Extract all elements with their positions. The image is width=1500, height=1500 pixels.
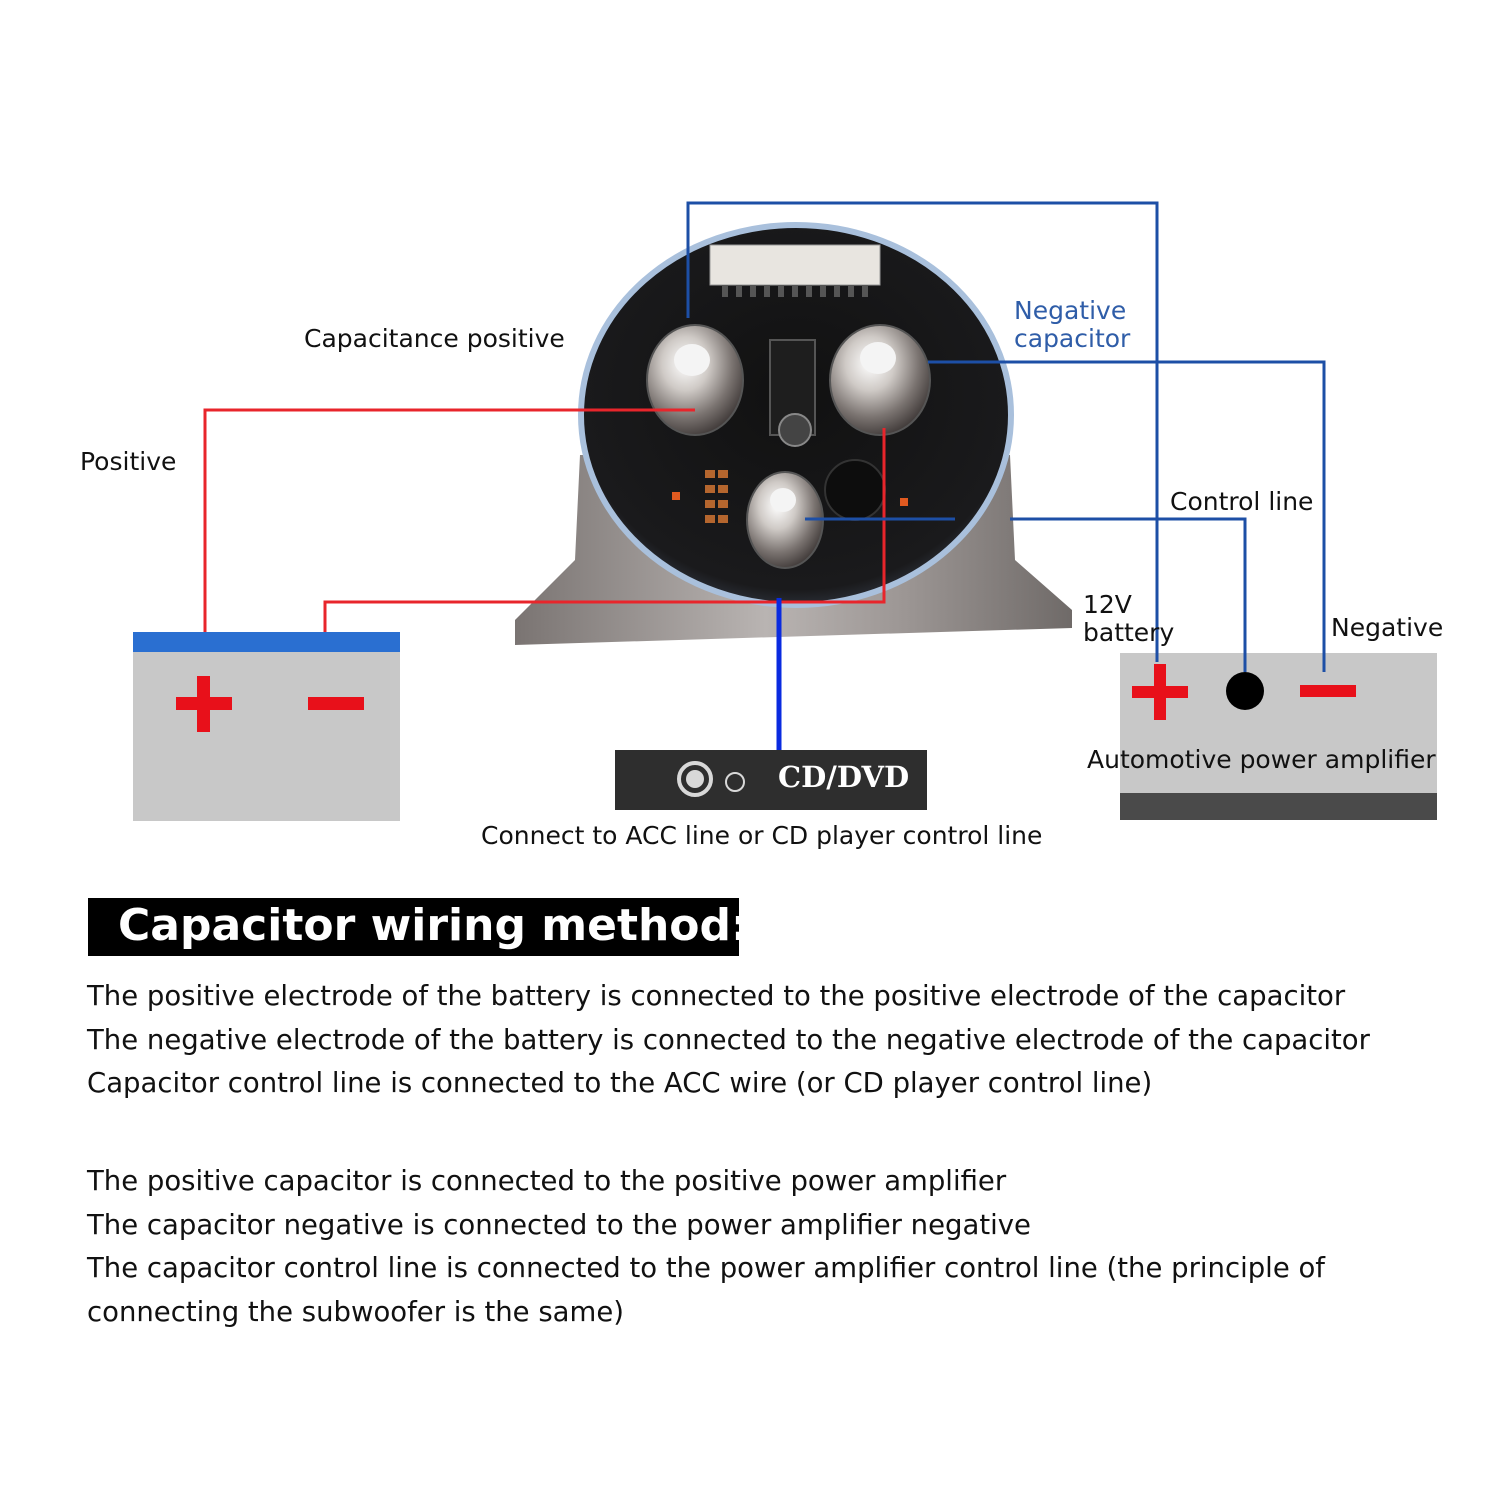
- power-amplifier: [1120, 653, 1437, 820]
- smd-components: [672, 470, 908, 523]
- amplifier-wires: [686, 201, 1326, 672]
- amplifier-label: Automotive power amplifier: [1087, 745, 1436, 774]
- negative-capacitor-label-line1: Negative: [1014, 296, 1127, 325]
- wiring-diagram: [133, 201, 1437, 821]
- battery-plus-symbol: [176, 676, 232, 732]
- negative-capacitor-label: Negative capacitor: [1014, 297, 1130, 353]
- instruction-line: The capacitor control line is connected …: [87, 1252, 1325, 1284]
- battery-minus-symbol: [308, 697, 364, 710]
- battery: [133, 632, 400, 821]
- capacitor-negative-to-amp-wire: [928, 360, 1326, 672]
- acc-connect-label: Connect to ACC line or CD player control…: [481, 821, 1043, 850]
- connector-pins: [722, 285, 868, 297]
- amplifier-minus-symbol: [1300, 685, 1356, 697]
- positive-label: Positive: [80, 447, 177, 476]
- instructions-paragraph-2: The positive capacitor is connected to t…: [87, 1160, 1477, 1334]
- instruction-line: The capacitor negative is connected to t…: [87, 1208, 1031, 1241]
- instruction-line: connecting the subwoofer is the same): [87, 1295, 624, 1328]
- battery-positive-wire: [203, 408, 695, 632]
- battery-12v-label-line1: 12V: [1083, 590, 1132, 619]
- positive-wires: [203, 408, 886, 632]
- cd-knob-icon: [677, 761, 713, 797]
- capacitor-control-to-amp-wire-2: [1010, 517, 1247, 672]
- cd-dvd-label: CD/DVD: [778, 760, 910, 794]
- instruction-line: The negative electrode of the battery is…: [87, 1023, 1370, 1056]
- battery-12v-label-line2: battery: [1083, 618, 1175, 647]
- positive-terminal-bolt: [646, 324, 744, 436]
- heading-title: Capacitor wiring method:: [118, 900, 749, 951]
- instruction-line: The positive capacitor is connected to t…: [87, 1165, 1007, 1197]
- instruction-line: Capacitor control line is connected to t…: [87, 1067, 1153, 1099]
- control-line-label: Control line: [1170, 487, 1314, 516]
- heading-box: Capacitor wiring method:: [88, 898, 749, 956]
- amplifier-control-terminal: [1226, 672, 1264, 710]
- battery-12v-label: 12V battery: [1083, 591, 1174, 647]
- capacitor-positive-to-amp-wire: [686, 201, 1159, 662]
- instruction-line: The positive electrode of the battery is…: [87, 980, 1346, 1012]
- capacitance-positive-label: Capacitance positive: [304, 324, 565, 353]
- amplifier-plus-symbol: [1132, 664, 1188, 720]
- negative-label: Negative: [1331, 613, 1444, 642]
- cd-dvd-unit: [615, 750, 927, 810]
- instructions-paragraph-1: The positive electrode of the battery is…: [87, 975, 1477, 1106]
- cd-button-icon: [725, 772, 745, 792]
- negative-terminal-bolt: [829, 324, 931, 436]
- negative-capacitor-label-line2: capacitor: [1014, 324, 1131, 353]
- battery-negative-wire: [323, 428, 886, 632]
